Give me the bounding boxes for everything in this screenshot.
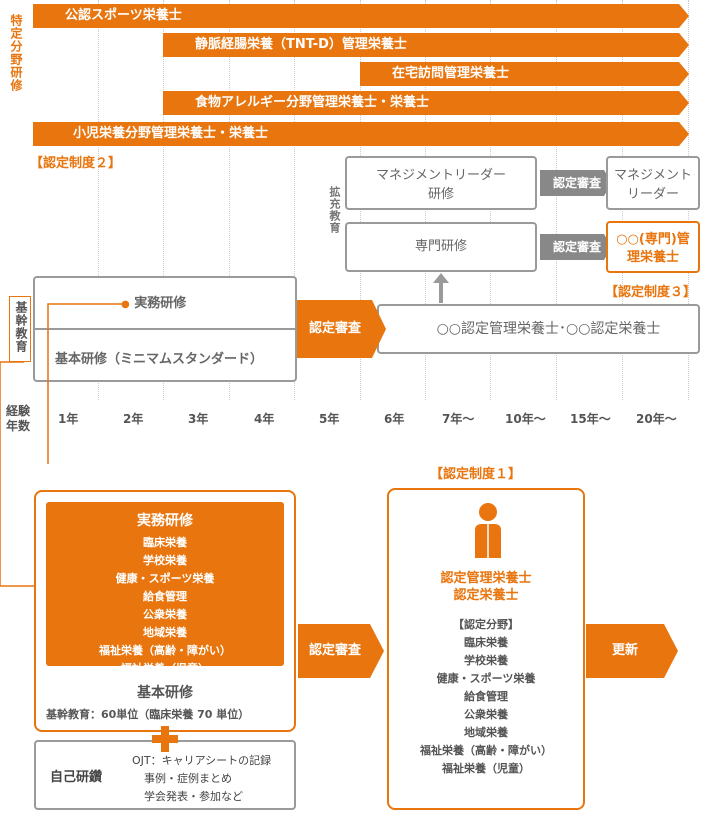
list-item: 健康・スポーツ栄養 xyxy=(115,572,215,585)
year-tick: 3年 xyxy=(188,412,209,426)
year-tick: 5年 xyxy=(319,412,340,426)
certified-titles-text: ○○認定管理栄養士･○○認定栄養士 xyxy=(436,321,661,337)
connector-lines xyxy=(0,361,40,587)
basic-training-box: ● 実務研修 基本研修（ミニマムスタンダード） xyxy=(33,276,297,382)
specialist-training-box: 専門研修 xyxy=(345,222,537,272)
list-item: 福祉栄養（児童） xyxy=(121,662,209,675)
specialty-bar-sports: 公認スポーツ栄養士 xyxy=(33,4,689,28)
year-tick: 6年 xyxy=(384,412,405,426)
divider xyxy=(35,328,295,330)
basic-detail-title: 基本研修 xyxy=(137,685,193,701)
self-study-list: OJT：キャリアシートの記録 事例・症例まとめ 学会発表・参加など xyxy=(132,752,271,806)
practical-detail-list: 臨床栄養 学校栄養 健康・スポーツ栄養 給食管理 公衆栄養 地域栄養 福祉栄養（… xyxy=(46,534,284,678)
list-item: 給食管理 xyxy=(464,690,508,703)
management-leader-box: マネジメントリーダー xyxy=(606,156,700,210)
grid-line xyxy=(556,0,557,400)
list-item: 学会発表・参加など xyxy=(144,790,243,803)
specialist-title-text: ○○(専門)管理栄養士 xyxy=(616,232,690,265)
field-heading: 【認定分野】 xyxy=(453,618,519,631)
certified-detail-title: 認定管理栄養士 認定栄養士 xyxy=(440,571,532,603)
core-label: 基幹教育 xyxy=(14,301,28,353)
list-item: 学校栄養 xyxy=(464,654,508,667)
specialty-bar-home-visit: 在宅訪問管理栄養士 xyxy=(360,62,689,86)
specialty-bar-pediatric: 小児栄養分野管理栄養士・栄養士 xyxy=(33,122,689,146)
cert2-label: 【認定制度２】 xyxy=(30,156,122,171)
practical-connector xyxy=(47,303,122,464)
review-arrow-bottom: 認定審査 xyxy=(298,624,384,678)
list-item: 福祉栄養（高齢・障がい） xyxy=(99,644,231,657)
dot-icon: ● xyxy=(121,299,130,310)
specialty-bar-tnt: 静脈経腸栄養（TNT-D）管理栄養士 xyxy=(163,33,689,57)
person-icon xyxy=(475,503,501,558)
list-item: 臨床栄養 xyxy=(143,536,187,549)
practical-detail-panel: 実務研修 臨床栄養 学校栄養 健康・スポーツ栄養 給食管理 公衆栄養 地域栄養 … xyxy=(46,502,284,675)
list-item: 給食管理 xyxy=(143,590,187,603)
grid-line xyxy=(294,0,295,400)
year-tick: 2年 xyxy=(123,412,144,426)
certified-detail-box: 認定管理栄養士 認定栄養士 【認定分野】 臨床栄養 学校栄養 健康・スポーツ栄養… xyxy=(387,488,585,810)
year-tick: 20年～ xyxy=(636,412,677,426)
renew-arrow: 更新 xyxy=(586,624,678,678)
field-list: 【認定分野】 臨床栄養 学校栄養 健康・スポーツ栄養 給食管理 公衆栄養 地域栄… xyxy=(389,616,583,778)
cert3-label: 【認定制度３】 xyxy=(605,285,697,300)
plus-icon xyxy=(152,726,178,752)
basic-detail-note: 基幹教育：60単位（臨床栄養 70 単位） xyxy=(46,708,250,721)
list-item: 地域栄養 xyxy=(143,626,187,639)
specialty-bar-allergy: 食物アレルギー分野管理栄養士・栄養士 xyxy=(163,91,689,115)
list-item: 臨床栄養 xyxy=(464,636,508,649)
up-arrow-icon xyxy=(433,273,449,303)
management-review-tag: 認定審査 xyxy=(540,170,612,196)
grid-line xyxy=(98,0,99,400)
cert1-label: 【認定制度１】 xyxy=(430,467,522,482)
practical-training-text: 実務研修 xyxy=(134,296,187,311)
specialist-title-box: ○○(専門)管理栄養士 xyxy=(606,221,700,273)
practical-detail-title: 実務研修 xyxy=(137,513,193,529)
specialist-training-text: 専門研修 xyxy=(414,239,467,254)
experience-label: 経験年数 xyxy=(6,404,31,433)
management-leader-text: マネジメントリーダー xyxy=(613,168,692,202)
year-tick: 1年 xyxy=(58,412,79,426)
list-item: 福祉栄養（高齢・障がい） xyxy=(420,744,552,757)
practical-training-label: ● 実務研修 xyxy=(121,292,186,311)
expansion-label: 拡充教育 xyxy=(328,186,341,234)
detail-training-box: 実務研修 臨床栄養 学校栄養 健康・スポーツ栄養 給食管理 公衆栄養 地域栄養 … xyxy=(34,490,296,732)
year-tick: 10年～ xyxy=(505,412,546,426)
list-item: 健康・スポーツ栄養 xyxy=(436,672,536,685)
grid-line xyxy=(229,0,230,400)
specialty-side-label: 特定分野研修 xyxy=(9,14,23,92)
list-item: 地域栄養 xyxy=(464,726,508,739)
specialist-review-tag: 認定審査 xyxy=(540,234,612,260)
management-training-text: マネジメントリーダー研修 xyxy=(375,168,506,202)
list-item: 公衆栄養 xyxy=(143,608,187,621)
basic-training-min-text: 基本研修（ミニマムスタンダード） xyxy=(55,352,264,367)
self-study-title: 自己研鑽 xyxy=(50,770,103,785)
list-item: 学校栄養 xyxy=(143,554,187,567)
list-item: OJT：キャリアシートの記録 xyxy=(132,754,272,767)
management-training-box: マネジメントリーダー研修 xyxy=(345,156,537,210)
certified-titles-box: ○○認定管理栄養士･○○認定栄養士 xyxy=(377,304,700,354)
year-tick: 7年～ xyxy=(442,412,475,426)
review-arrow-top: 認定審査 xyxy=(296,300,386,358)
list-item: 公衆栄養 xyxy=(464,708,508,721)
grid-line xyxy=(163,0,164,400)
list-item: 福祉栄養（児童） xyxy=(442,762,530,775)
year-tick: 15年～ xyxy=(570,412,611,426)
list-item: 事例・症例まとめ xyxy=(144,772,232,785)
year-tick: 4年 xyxy=(254,412,275,426)
